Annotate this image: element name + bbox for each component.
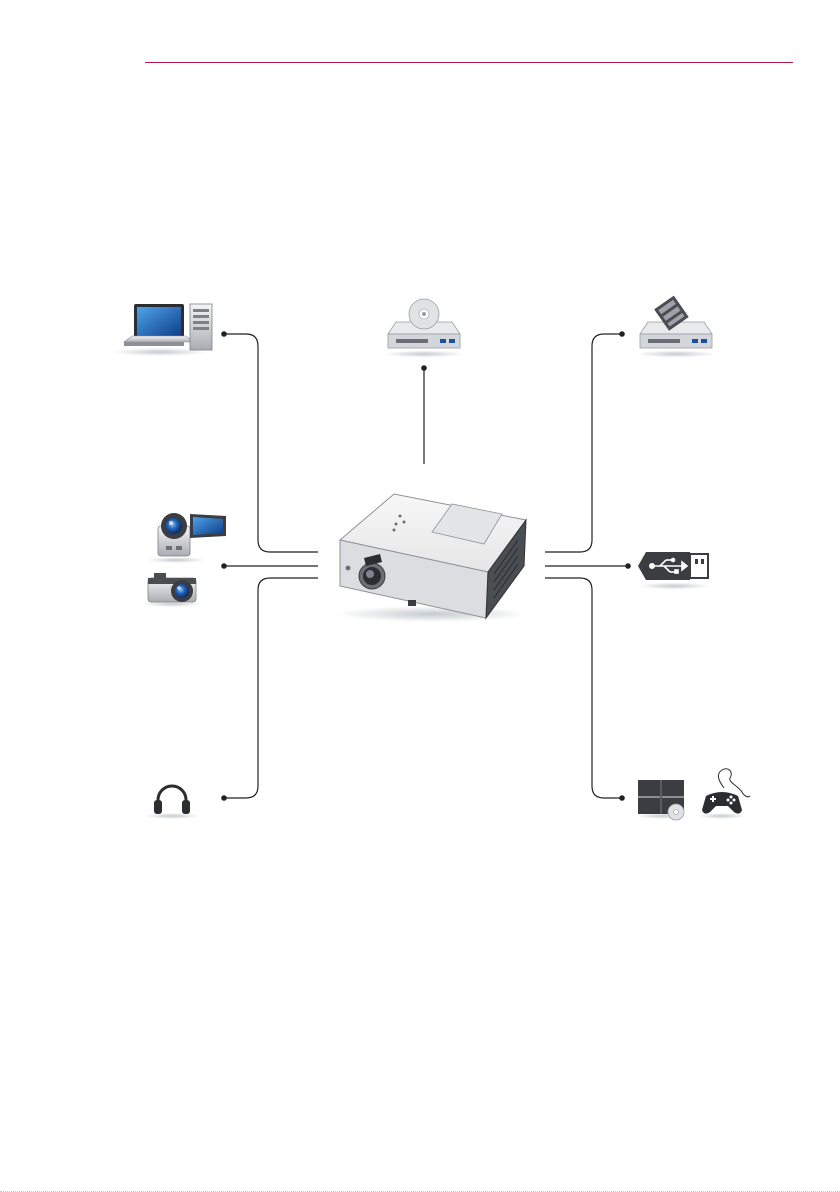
usb-drive-icon [638, 552, 710, 590]
line-computer [224, 334, 318, 552]
projector-icon [336, 494, 528, 622]
laptop-and-desktop-tower-icon [112, 304, 212, 356]
line-set-top-box [545, 334, 622, 552]
line-headphones [224, 578, 318, 798]
dvd-player-icon [384, 299, 464, 358]
camcorder-and-camera-icon [142, 513, 226, 607]
set-top-box-icon [636, 296, 716, 358]
line-game-console [545, 578, 622, 798]
game-console-and-gamepad-icon [636, 769, 750, 820]
headphones-icon [144, 786, 200, 819]
